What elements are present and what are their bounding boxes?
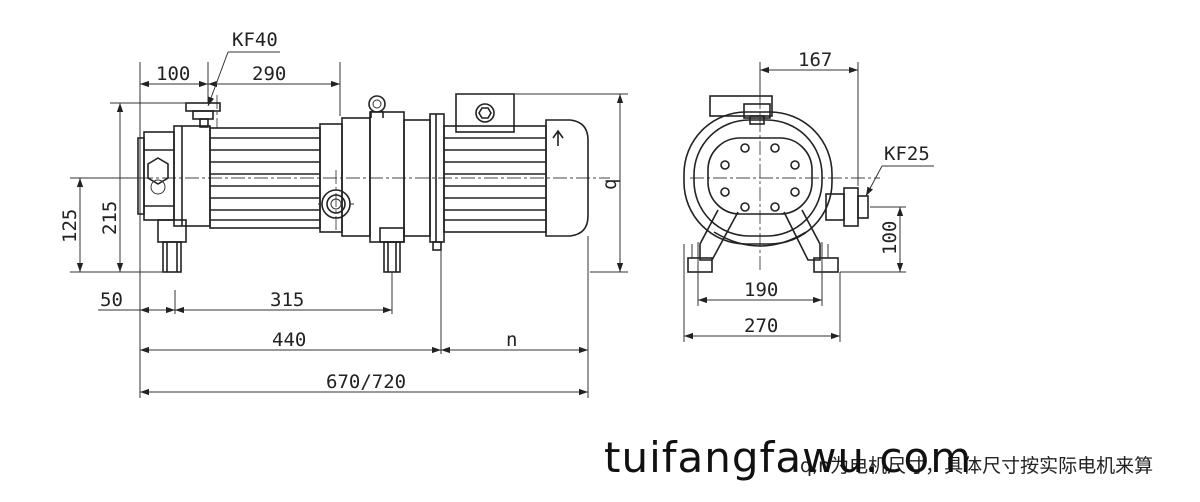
dim-100: 100: [156, 63, 190, 85]
dim-670-720: 670/720: [326, 371, 406, 393]
dim-290: 290: [252, 63, 286, 85]
kf40-inlet-flange: [185, 102, 221, 128]
front-foot: [157, 219, 187, 273]
dim-q: q: [599, 179, 621, 190]
dim-215: 215: [99, 201, 121, 235]
pump-housing: [173, 111, 405, 243]
dim-315: 315: [270, 289, 304, 311]
dim-n: n: [506, 329, 517, 351]
oil-sight-glass: [318, 189, 354, 219]
dim-167: 167: [798, 49, 832, 71]
dim-125: 125: [59, 209, 81, 243]
label-kf40: KF40: [232, 29, 278, 51]
dim-440: 440: [272, 329, 306, 351]
inner-plate: [707, 137, 813, 215]
dim-270: 270: [744, 315, 778, 337]
label-kf25: KF25: [884, 143, 930, 165]
end-legs: [687, 209, 839, 273]
dim-190: 190: [744, 279, 778, 301]
dim-100-end: 100: [879, 221, 901, 255]
end-view-dimensions: 167 KF25 100 190 270: [683, 49, 934, 342]
motor: [443, 93, 589, 237]
side-view-dimensions: 100 290 KF40 125 215 q 50 315 440 n 670/…: [59, 29, 628, 398]
watermark: tuifangfawu.com: [604, 433, 972, 482]
dim-50: 50: [100, 289, 123, 311]
end-view: [683, 95, 880, 273]
kf25-outlet: [825, 187, 869, 227]
front-end-cap: [137, 131, 175, 221]
motor-dimension-note: q,n为电机尺寸，具体尺寸按实际电机来算: [800, 455, 1153, 477]
lifting-eye: [368, 95, 386, 118]
side-view: [70, 93, 610, 273]
middle-foot: [379, 227, 405, 273]
coupling-flange: [403, 113, 445, 251]
